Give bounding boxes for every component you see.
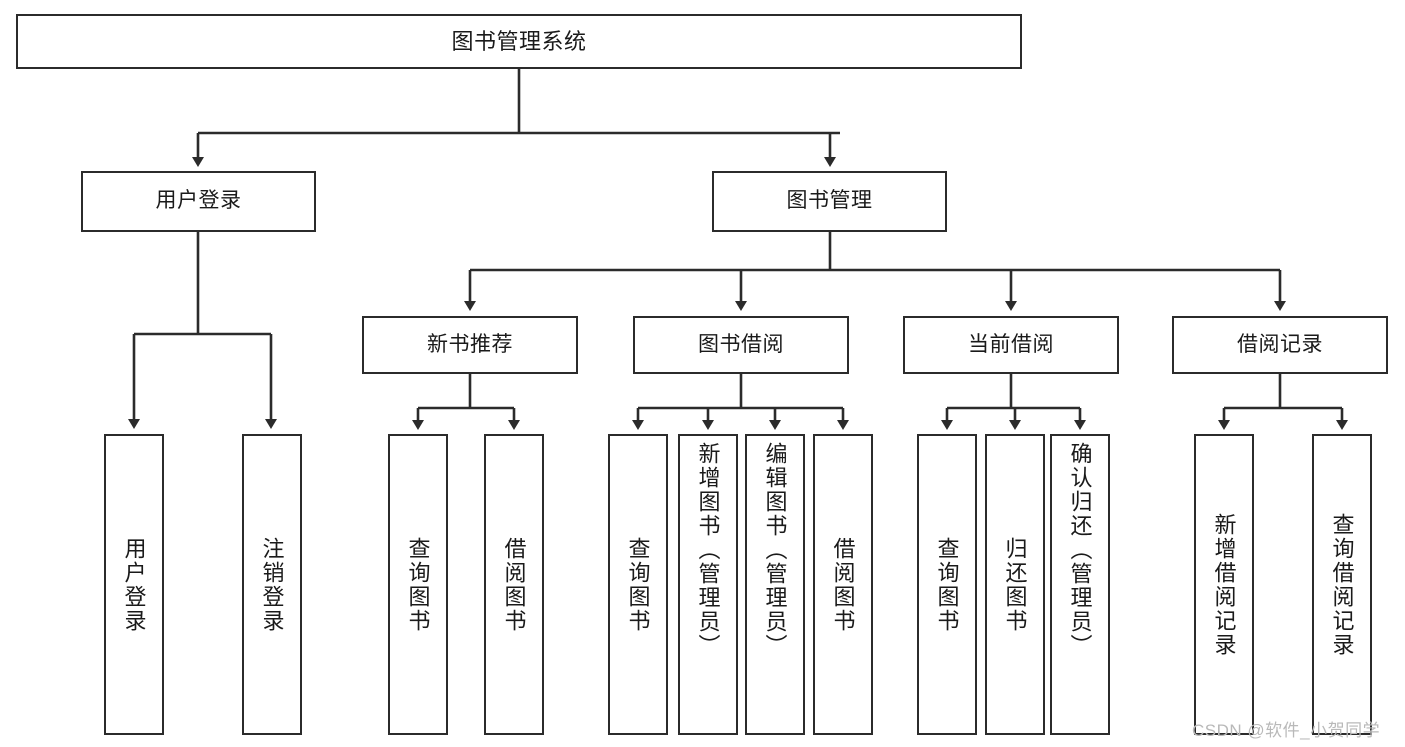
node-new-book-rec-label: 新书推荐 [427,332,513,356]
node-leaf-query-book-1-label: 查询图书 [405,536,431,633]
node-root-label: 图书管理系统 [451,28,587,54]
node-leaf-query-book-2[interactable]: 查询图书 [608,434,668,735]
node-leaf-query-record[interactable]: 查询借阅记录 [1312,434,1372,735]
node-book-manage[interactable]: 图书管理 [712,171,947,232]
node-leaf-add-book-label: 新增图书（管理员） [695,442,721,658]
node-leaf-query-book-2-label: 查询图书 [625,536,651,633]
watermark-text: CSDN @软件_小贺同学 [1192,721,1381,740]
node-leaf-query-record-label: 查询借阅记录 [1329,512,1355,657]
node-leaf-query-book-1[interactable]: 查询图书 [388,434,448,735]
node-leaf-return-book-label: 归还图书 [1002,536,1028,633]
node-leaf-add-record[interactable]: 新增借阅记录 [1194,434,1254,735]
node-leaf-confirm-return[interactable]: 确认归还（管理员） [1050,434,1110,735]
node-leaf-query-book-3-label: 查询图书 [934,536,960,633]
node-book-borrow[interactable]: 图书借阅 [633,316,849,374]
node-user-login[interactable]: 用户登录 [81,171,316,232]
node-leaf-query-book-3[interactable]: 查询图书 [917,434,977,735]
node-leaf-user-logout-label: 注销登录 [259,536,285,633]
node-leaf-user-logout[interactable]: 注销登录 [242,434,302,735]
node-leaf-user-login[interactable]: 用户登录 [104,434,164,735]
node-leaf-borrow-book-2[interactable]: 借阅图书 [813,434,873,735]
node-current-borrow-label: 当前借阅 [968,332,1054,356]
node-leaf-edit-book[interactable]: 编辑图书（管理员） [745,434,805,735]
node-leaf-add-record-label: 新增借阅记录 [1211,512,1237,657]
node-book-manage-label: 图书管理 [786,189,873,213]
node-new-book-rec[interactable]: 新书推荐 [362,316,578,374]
node-current-borrow[interactable]: 当前借阅 [903,316,1119,374]
node-leaf-edit-book-label: 编辑图书（管理员） [762,442,788,658]
node-leaf-borrow-book-1-label: 借阅图书 [501,536,527,633]
node-leaf-user-login-label: 用户登录 [121,536,147,633]
node-borrow-record[interactable]: 借阅记录 [1172,316,1388,374]
node-leaf-confirm-return-label: 确认归还（管理员） [1067,442,1093,658]
node-borrow-record-label: 借阅记录 [1237,332,1323,356]
node-leaf-add-book[interactable]: 新增图书（管理员） [678,434,738,735]
node-leaf-return-book[interactable]: 归还图书 [985,434,1045,735]
node-root[interactable]: 图书管理系统 [16,14,1022,69]
node-user-login-label: 用户登录 [155,189,242,213]
node-leaf-borrow-book-1[interactable]: 借阅图书 [484,434,544,735]
node-leaf-borrow-book-2-label: 借阅图书 [830,536,856,633]
node-book-borrow-label: 图书借阅 [698,332,784,356]
